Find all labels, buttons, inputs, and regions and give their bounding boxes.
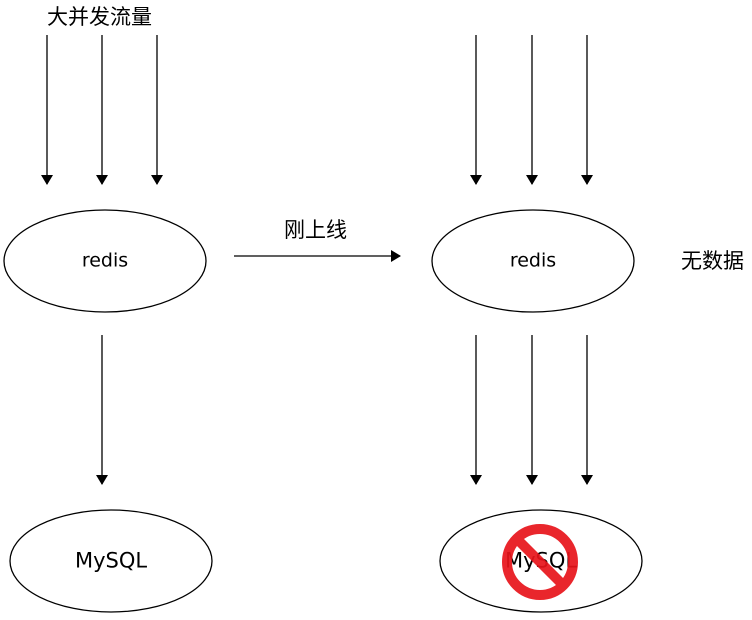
left-mysql-label: MySQL [74,548,148,573]
launch-label: 刚上线 [284,218,347,242]
right-redis-label: redis [509,249,557,272]
right-redis-node [431,209,635,313]
left-redis-label: redis [81,249,129,272]
left-redis-node [3,209,207,313]
traffic-label: 大并发流量 [47,5,152,29]
right-mysql-label: MySQL [504,548,578,573]
no-data-label: 无数据 [681,249,744,273]
left-mysql-node [9,509,213,613]
